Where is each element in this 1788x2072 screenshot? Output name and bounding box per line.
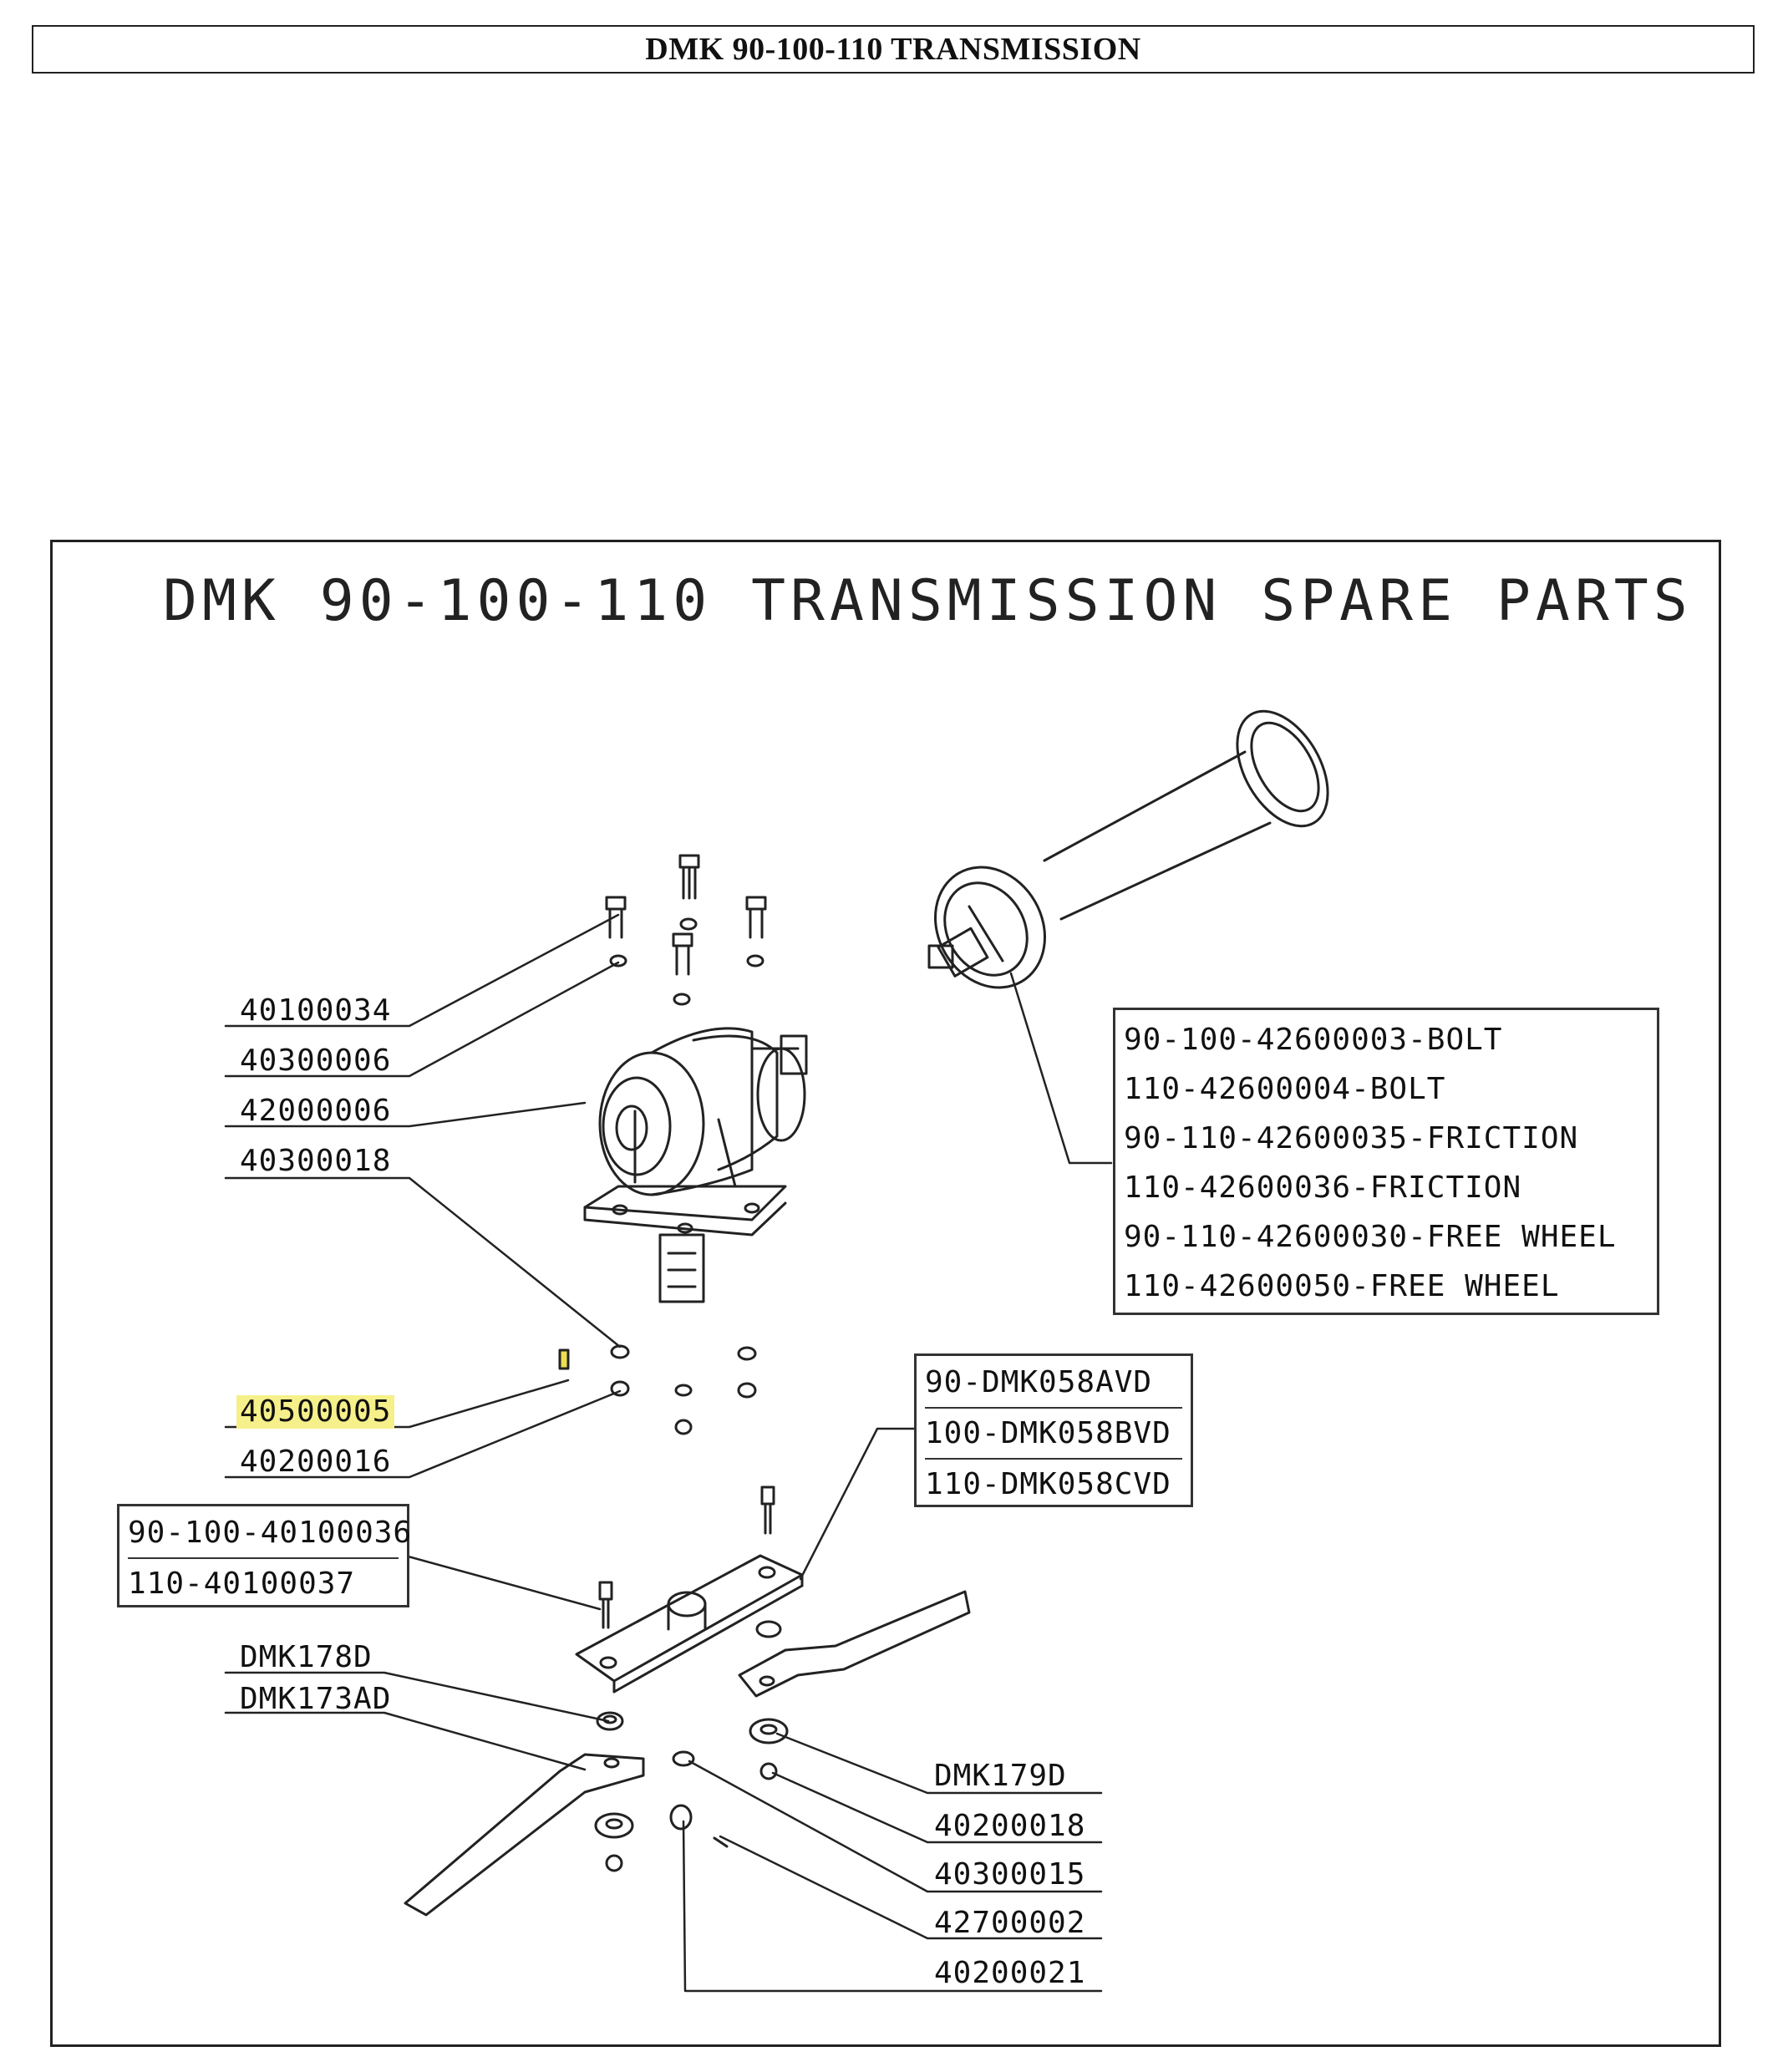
mounting-washers-icon	[558, 1344, 757, 1435]
blade-left-icon	[404, 1753, 645, 1917]
drive-shaft-part-row: 110-42600050-FREE WHEEL	[1124, 1269, 1560, 1303]
drive-shaft-part-row: 90-110-42600030-FREE WHEEL	[1124, 1220, 1617, 1254]
gearbox-icon	[583, 1027, 808, 1303]
part-label-40300015: 40300015	[934, 1857, 1086, 1892]
blade-holder-parts-box: 90-DMK058AVD 100-DMK058BVD 110-DMK058CVD	[914, 1353, 1193, 1507]
blade-holder-icon	[575, 1485, 804, 1694]
drive-shaft-icon	[927, 709, 1329, 989]
part-label-40200016: 40200016	[240, 1445, 392, 1479]
part-label-42000006: 42000006	[240, 1094, 392, 1128]
top-bolts-icon	[605, 854, 767, 1006]
blade-holder-part-row: 110-DMK058CVD	[925, 1458, 1182, 1509]
part-label-42700002: 42700002	[934, 1906, 1086, 1940]
hub-hardware-icon	[594, 1711, 789, 1872]
page-title: DMK 90-100-110 TRANSMISSION	[32, 25, 1755, 74]
drive-shaft-part-row: 90-100-42600003-BOLT	[1124, 1023, 1503, 1057]
part-label-dmk178d: DMK178D	[240, 1640, 373, 1674]
drive-shaft-part-row: 90-110-42600035-FRICTION	[1124, 1121, 1579, 1155]
blade-right-icon	[738, 1590, 971, 1698]
diagram-title: DMK 90-100-110 TRANSMISSION SPARE PARTS	[163, 568, 1693, 634]
blade-holder-part-row: 100-DMK058BVD	[925, 1407, 1182, 1458]
part-label-40300018: 40300018	[240, 1144, 392, 1178]
part-label-dmk173ad: DMK173AD	[240, 1682, 392, 1716]
part-label-40500005-highlighted: 40500005	[236, 1395, 395, 1429]
part-label-40200021: 40200021	[934, 1956, 1086, 1990]
part-label-40200018: 40200018	[934, 1809, 1086, 1843]
drive-shaft-part-row: 110-42600004-BOLT	[1124, 1072, 1446, 1106]
leader-lines-right	[682, 972, 1113, 1993]
blade-bolt-part-row: 90-100-40100036	[128, 1516, 413, 1550]
part-label-40300006: 40300006	[240, 1044, 392, 1078]
diagram-frame	[50, 540, 1721, 2047]
blade-bolt-parts-box: 90-100-40100036 110-40100037	[117, 1504, 413, 1608]
part-label-40100034: 40100034	[240, 993, 392, 1028]
part-label-dmk179d: DMK179D	[934, 1759, 1067, 1793]
blade-holder-part-row: 90-DMK058AVD	[925, 1365, 1153, 1399]
drive-shaft-part-row: 110-42600036-FRICTION	[1124, 1171, 1522, 1205]
blade-bolt-part-row: 110-40100037	[128, 1557, 399, 1608]
drive-shaft-parts-box: 90-100-42600003-BOLT 110-42600004-BOLT 9…	[1113, 1008, 1659, 1315]
